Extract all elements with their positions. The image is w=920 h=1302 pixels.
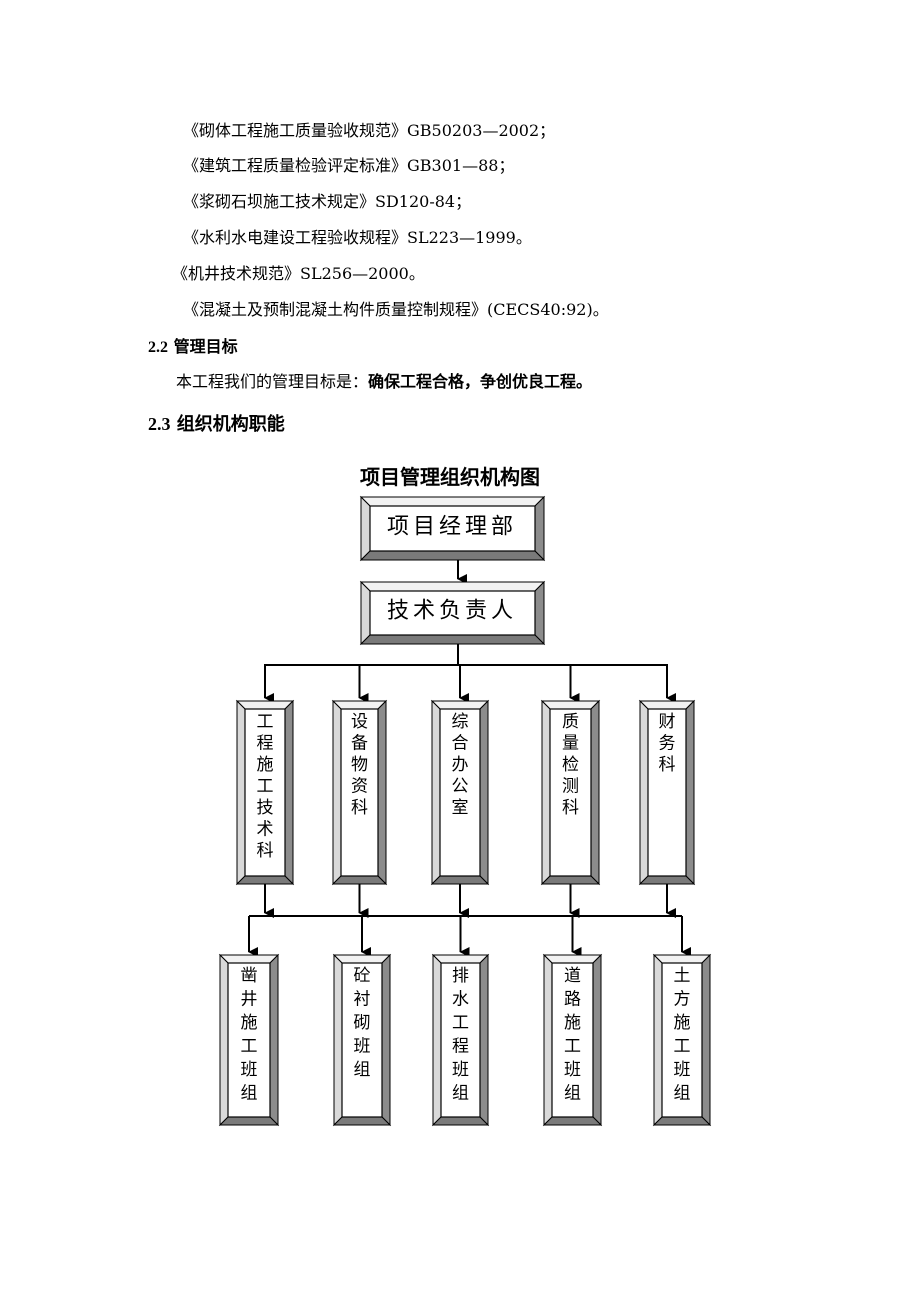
goal-prefix: 本工程我们的管理目标是： [176, 372, 369, 391]
goal-highlight: 确保工程合格，争创优良工程。 [368, 372, 593, 391]
box-team: 凿井施工班组 [218, 953, 280, 1127]
box-team: 土方施工班组 [652, 953, 712, 1127]
box-label: 排水工程班组 [452, 966, 469, 1104]
box-label: 土方施工班组 [674, 966, 691, 1104]
box-department: 工程施工技术科 [235, 699, 295, 886]
box-label: 质量检测科 [562, 712, 579, 818]
standard-item: 《混凝土及预制混凝土构件质量控制规程》(CECS40:92)。 [183, 300, 609, 319]
box-label: 工程施工技术科 [257, 712, 274, 861]
box-label: 道路施工班组 [564, 966, 581, 1104]
connector-lines [248, 560, 691, 957]
section-title: 组织机构职能 [176, 414, 285, 435]
box-team: 排水工程班组 [431, 953, 490, 1127]
box-team: 砼衬砌班组 [332, 953, 392, 1127]
box-label: 财务科 [659, 712, 676, 775]
section-number: 2.3 [148, 414, 171, 434]
box-project-manager: 项目经理部 [359, 495, 546, 562]
box-department: 质量检测科 [540, 699, 601, 886]
box-department: 财务科 [638, 699, 696, 886]
section-title: 管理目标 [173, 337, 238, 356]
section-number: 2.2 [148, 339, 168, 356]
management-goal-paragraph: 本工程我们的管理目标是：确保工程合格，争创优良工程。 [176, 372, 592, 392]
box-team: 道路施工班组 [542, 953, 603, 1127]
box-department: 设备物资科 [331, 699, 388, 886]
section-heading-2-3: 2.3 组织机构职能 [148, 414, 285, 435]
standard-item: 《水利水电建设工程验收规程》SL223—1999。 [183, 228, 532, 247]
box-label: 砼衬砌班组 [354, 966, 371, 1080]
box-label: 项目经理部 [387, 515, 517, 540]
box-technical-lead: 技术负责人 [359, 580, 546, 646]
standard-item: 《浆砌石坝施工技术规定》SD120-84； [183, 192, 472, 211]
section-heading-2-2: 2.2 管理目标 [148, 337, 238, 358]
box-label: 设备物资科 [351, 712, 368, 818]
box-label: 凿井施工班组 [241, 966, 258, 1104]
standard-item: 《建筑工程质量检验评定标准》GB301—88； [183, 156, 515, 175]
standard-item: 《机井技术规范》SL256—2000。 [172, 264, 425, 283]
box-label: 技术负责人 [387, 599, 517, 624]
box-department: 综合办公室 [430, 699, 490, 886]
org-chart-title: 项目管理组织机构图 [360, 465, 540, 489]
box-label: 综合办公室 [452, 712, 469, 818]
standard-item: 《砌体工程施工质量验收规范》GB50203—2002； [183, 121, 556, 140]
